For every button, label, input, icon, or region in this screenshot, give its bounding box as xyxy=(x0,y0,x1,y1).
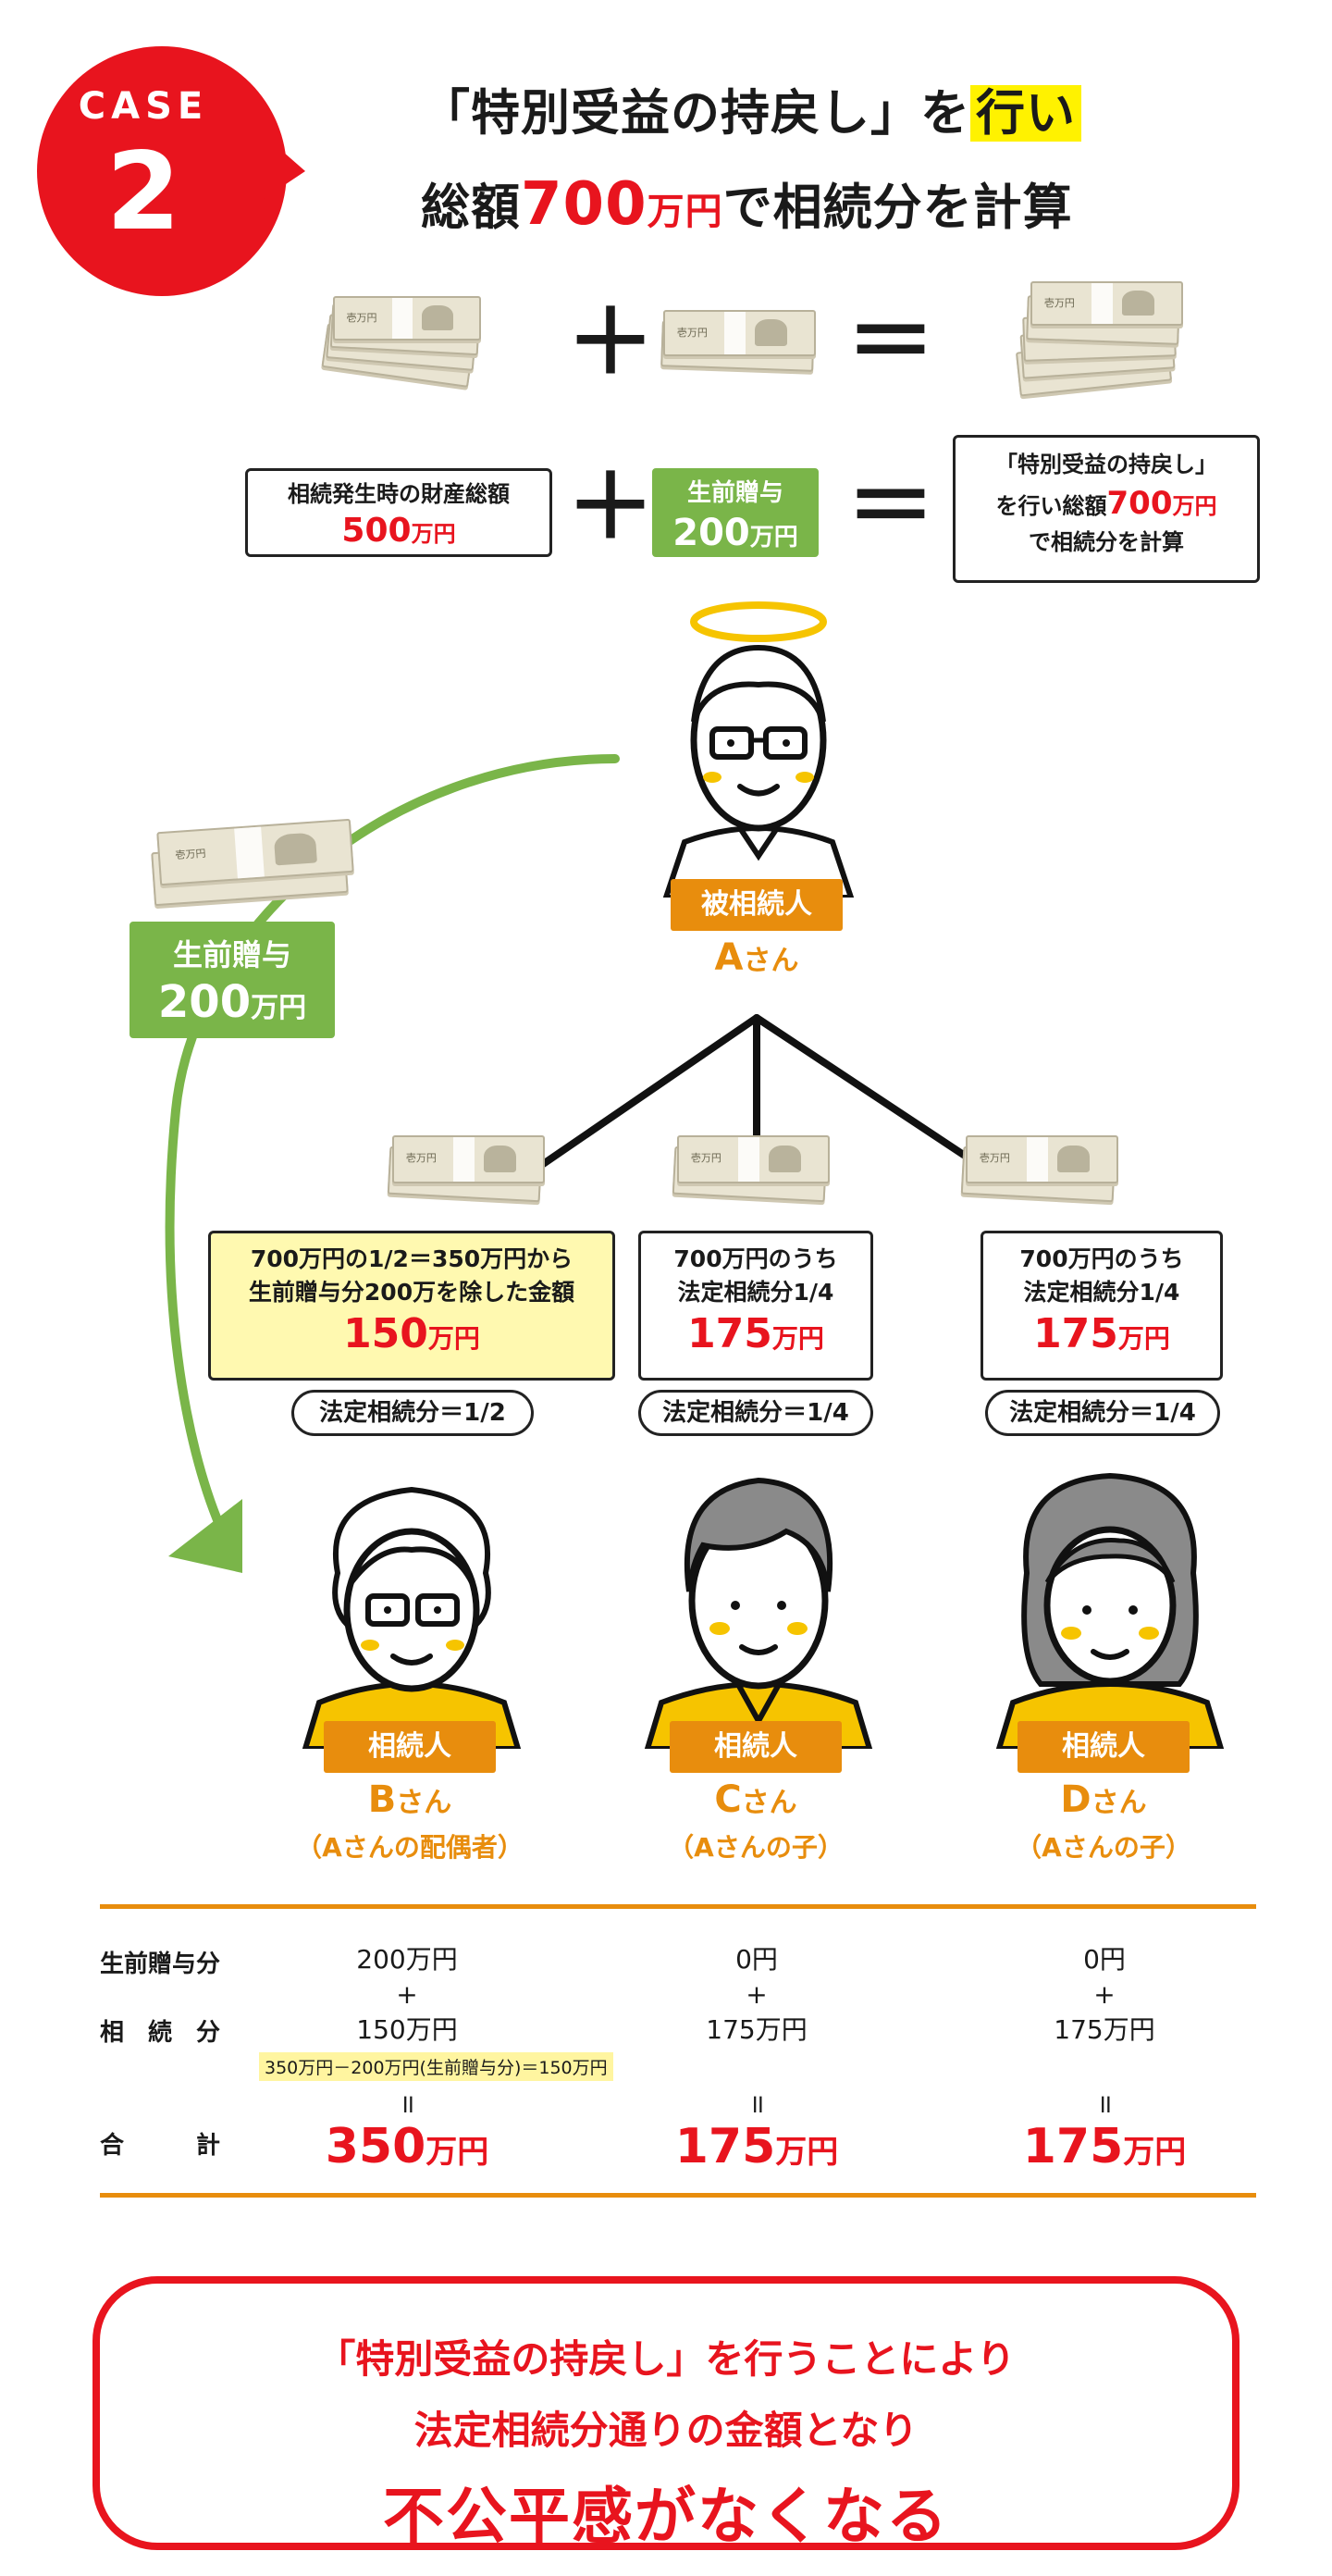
calc-box-c: 700万円のうち 法定相続分1/4 175万円 xyxy=(638,1231,873,1381)
title-line-2: 総額700万円で相続分を計算 xyxy=(421,170,1073,239)
summary-b-plus: + xyxy=(396,1979,418,2010)
gift-arrow-head xyxy=(168,1499,242,1573)
person-relation-c: （Aさんの子） xyxy=(668,1832,844,1863)
row-label-gift: 生前贈与分 xyxy=(100,1951,221,1978)
summary-c-total: 175万円 xyxy=(674,2119,839,2174)
person-name-c: Cさん xyxy=(714,1778,797,1821)
gift-box: 生前贈与 200万円 xyxy=(652,468,819,557)
bill-stack-middle: 壱万円 xyxy=(660,310,819,375)
role-tag-d: 相続人 xyxy=(1018,1721,1190,1773)
equals-operator: ＝ xyxy=(846,291,935,394)
total-700-box: 「特別受益の持戻し」 を行い総額700万円 で相続分を計算 xyxy=(953,435,1260,583)
gift-arrow-path xyxy=(165,754,620,1531)
conclusion-line-1: 「特別受益の持戻し」を行うことにより xyxy=(316,2336,1016,2382)
summary-b-gift: 200万円 xyxy=(356,1944,458,1975)
case-number: 2 xyxy=(105,130,181,254)
bill-heir-c: 壱万円 xyxy=(672,1133,831,1208)
share-pill-d: 法定相続分＝1/4 xyxy=(985,1390,1220,1436)
summary-c-gift: 0円 xyxy=(735,1944,778,1975)
conclusion-box: 「特別受益の持戻し」を行うことにより 法定相続分通りの金額となり 不公平感がなく… xyxy=(92,2276,1240,2552)
person-d-figure xyxy=(994,1472,1226,1752)
person-relation-b: （Aさんの配偶者） xyxy=(296,1832,524,1863)
gift-label-box: 生前贈与 200万円 xyxy=(130,922,335,1038)
title-highlight: 行い xyxy=(970,85,1081,142)
summary-b-inherit: 150万円 xyxy=(356,2014,458,2045)
person-name-a: Aさん xyxy=(714,936,799,979)
person-relation-d: （Aさんの子） xyxy=(1016,1832,1191,1863)
case-badge-shape xyxy=(37,46,305,296)
summary-d-eq: ॥ xyxy=(1096,2088,1113,2119)
summary-d-plus: + xyxy=(1093,1979,1116,2010)
share-pill-c: 法定相続分＝1/4 xyxy=(638,1390,873,1436)
role-tag-deceased: 被相続人 xyxy=(671,879,843,931)
conclusion-line-3: 不公平感がなくなる xyxy=(383,2481,949,2552)
calc-box-d: 700万円のうち 法定相続分1/4 175万円 xyxy=(980,1231,1223,1381)
plus-operator-2: ＋ xyxy=(566,455,655,559)
title-line-1: 「特別受益の持戻し」を行い xyxy=(421,74,1081,144)
person-c-figure xyxy=(643,1477,874,1752)
share-pill-b: 法定相続分＝1/2 xyxy=(291,1390,534,1436)
role-tag-b: 相続人 xyxy=(324,1721,496,1773)
role-tag-c: 相続人 xyxy=(670,1721,842,1773)
summary-b-eq: ॥ xyxy=(399,2088,415,2119)
summary-c-plus: + xyxy=(746,1979,768,2010)
summary-c-eq: ॥ xyxy=(748,2088,765,2119)
summary-top-rule xyxy=(100,1904,1256,1909)
bill-gift: 壱万円 xyxy=(151,814,356,907)
bill-stack-right: 壱万円 xyxy=(1015,278,1193,398)
plus-operator: ＋ xyxy=(566,291,655,394)
calc-box-b: 700万円の1/2＝350万円から 生前贈与分200万を除した金額 150万円 xyxy=(208,1231,615,1381)
summary-d-total: 175万円 xyxy=(1022,2119,1187,2174)
summary-d-inherit: 175万円 xyxy=(1054,2014,1155,2045)
person-b-illustration xyxy=(296,1471,527,1752)
person-c-illustration xyxy=(638,1453,879,1752)
row-label-inherit: 相 続 分 xyxy=(100,2019,221,2047)
person-a-figure xyxy=(661,601,856,900)
person-name-d: Dさん xyxy=(1060,1778,1147,1821)
case-badge: CASE 2 xyxy=(37,37,305,305)
bill-stack-left: 壱万円 xyxy=(321,296,481,388)
summary-bottom-rule xyxy=(100,2193,1256,2198)
person-d-illustration xyxy=(990,1453,1230,1752)
conclusion-line-2: 法定相続分通りの金額となり xyxy=(413,2408,919,2453)
case-label: CASE xyxy=(78,85,209,128)
bill-heir-b: 壱万円 xyxy=(387,1133,546,1208)
summary-c-inherit: 175万円 xyxy=(706,2014,808,2045)
estate-total-box: 相続発生時の財産総額 500万円 xyxy=(245,468,552,557)
row-label-total: 合 計 xyxy=(100,2132,221,2160)
equals-operator-2: ＝ xyxy=(846,455,935,559)
person-b-figure xyxy=(301,1486,523,1752)
summary-d-gift: 0円 xyxy=(1083,1944,1126,1975)
summary-b-note: 350万円－200万円(生前贈与分)＝150万円 xyxy=(259,2052,613,2081)
person-name-b: Bさん xyxy=(367,1778,452,1821)
summary-b-total: 350万円 xyxy=(325,2119,489,2174)
bill-heir-d: 壱万円 xyxy=(960,1133,1119,1208)
person-a-illustration xyxy=(638,592,879,900)
